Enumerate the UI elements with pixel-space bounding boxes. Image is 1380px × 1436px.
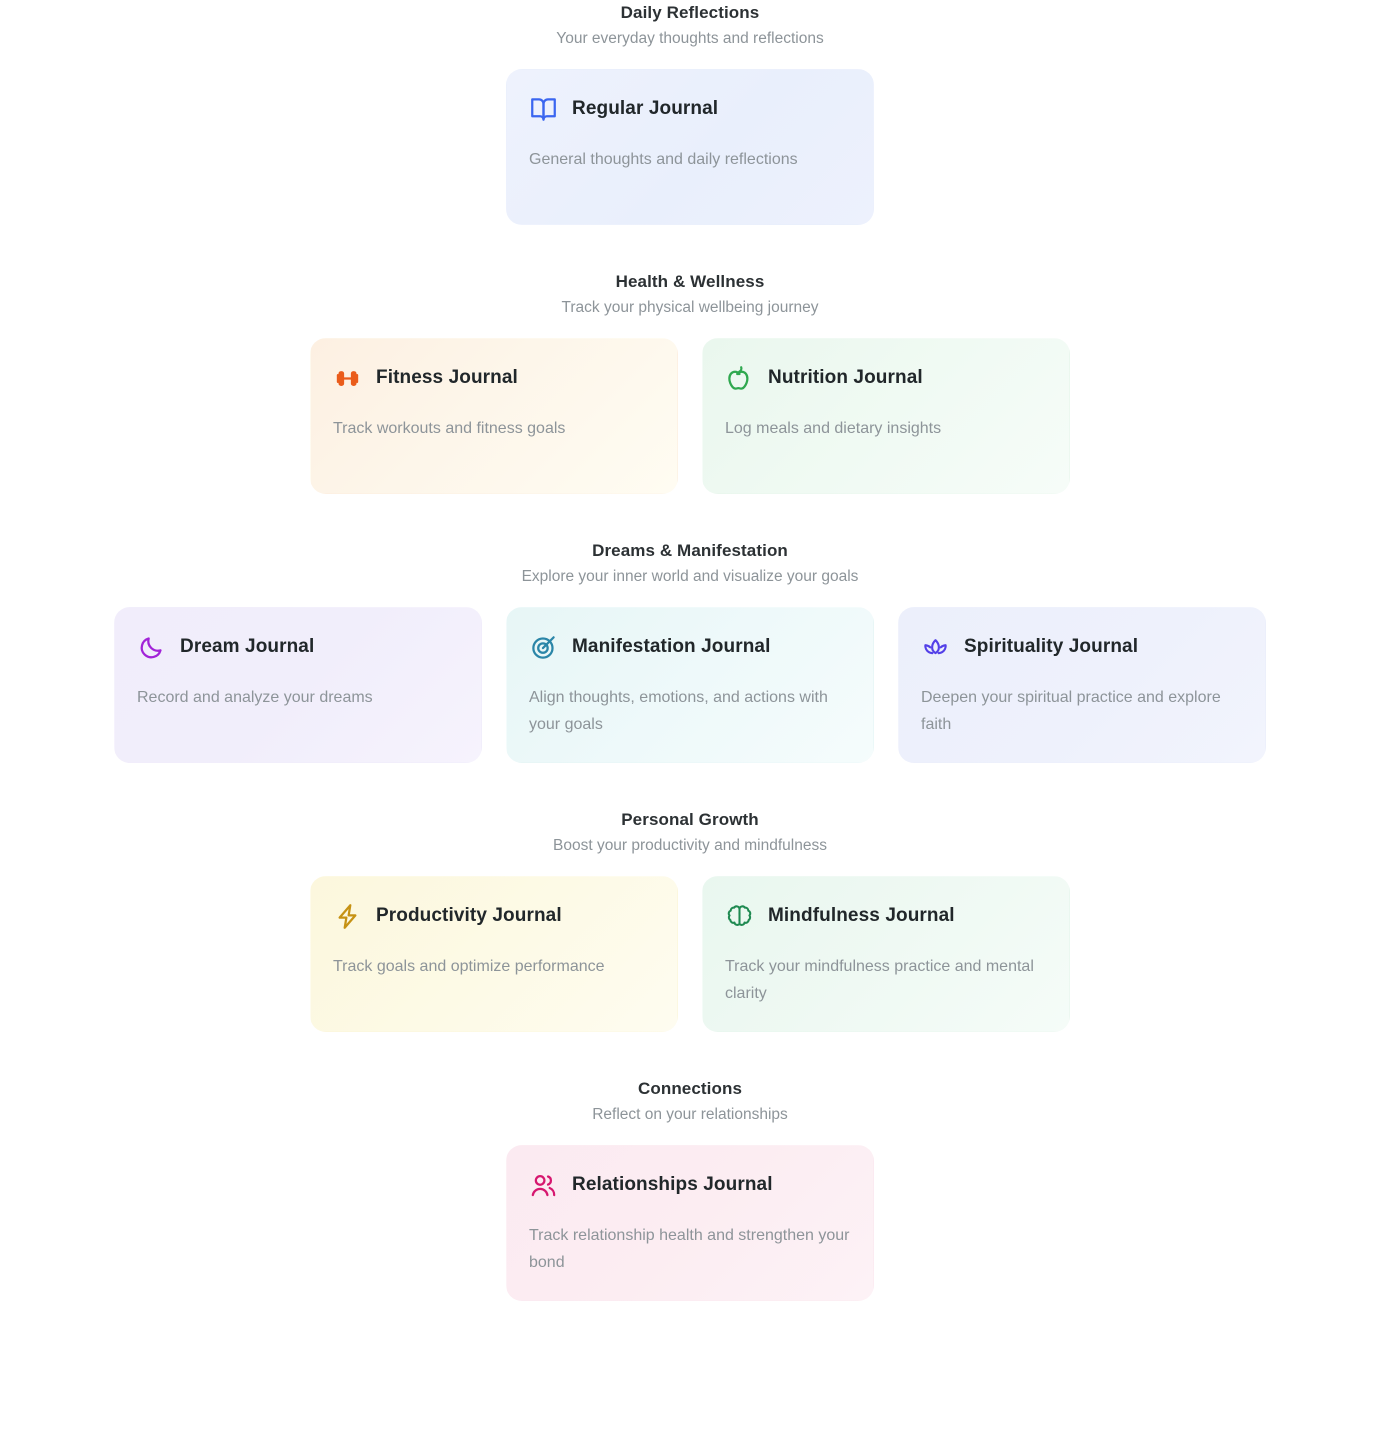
card-description: Log meals and dietary insights <box>725 420 942 437</box>
users-icon <box>529 1171 558 1200</box>
card-title: Fitness Journal <box>376 367 518 388</box>
section-subtitle: Your everyday thoughts and reflections <box>556 30 824 47</box>
section-title: Dreams & Manifestation <box>592 541 788 560</box>
open-book-icon <box>529 95 558 124</box>
card-description: Track your mindfulness practice and ment… <box>725 958 1034 1002</box>
section-title: Personal Growth <box>621 810 759 829</box>
card-description: Record and analyze your dreams <box>137 689 373 706</box>
card-description: Deepen your spiritual practice and explo… <box>921 689 1221 733</box>
section-title: Daily Reflections <box>620 3 760 22</box>
card-header: Regular Journal <box>529 94 851 124</box>
lightning-bolt-icon <box>333 902 362 931</box>
card-description: Track workouts and fitness goals <box>333 420 566 437</box>
crescent-moon-icon <box>137 633 166 662</box>
card-header: Manifestation Journal <box>529 632 851 662</box>
dumbbell-icon <box>333 364 362 393</box>
section-subtitle: Track your physical wellbeing journey <box>561 299 819 316</box>
card-header: Mindfulness Journal <box>725 901 1047 931</box>
section-title: Health & Wellness <box>615 272 765 291</box>
section-subtitle: Boost your productivity and mindfulness <box>553 837 827 854</box>
card-description: Track goals and optimize performance <box>333 958 605 975</box>
card-title: Mindfulness Journal <box>768 905 955 926</box>
card-header: Dream Journal <box>137 632 459 662</box>
card-header: Nutrition Journal <box>725 363 1047 393</box>
card-title: Spirituality Journal <box>964 636 1139 657</box>
card-header: Spirituality Journal <box>921 632 1243 662</box>
brain-icon <box>725 902 754 931</box>
card-title: Relationships Journal <box>572 1174 773 1195</box>
card-description: Align thoughts, emotions, and actions wi… <box>529 689 828 733</box>
section-subtitle: Reflect on your relationships <box>592 1106 788 1123</box>
card-title: Nutrition Journal <box>768 367 923 388</box>
card-description: General thoughts and daily reflections <box>529 151 798 168</box>
card-title: Manifestation Journal <box>572 636 771 657</box>
apple-icon <box>725 364 754 393</box>
lotus-icon <box>921 633 950 662</box>
target-icon <box>529 633 558 662</box>
section-subtitle: Explore your inner world and visualize y… <box>521 568 859 585</box>
card-header: Relationships Journal <box>529 1170 851 1200</box>
card-title: Dream Journal <box>180 636 315 657</box>
card-description: Track relationship health and strengthen… <box>529 1227 850 1271</box>
card-header: Productivity Journal <box>333 901 655 931</box>
section-title: Connections <box>637 1079 743 1098</box>
card-title: Productivity Journal <box>376 905 562 926</box>
card-title: Regular Journal <box>572 98 719 119</box>
card-header: Fitness Journal <box>333 363 655 393</box>
